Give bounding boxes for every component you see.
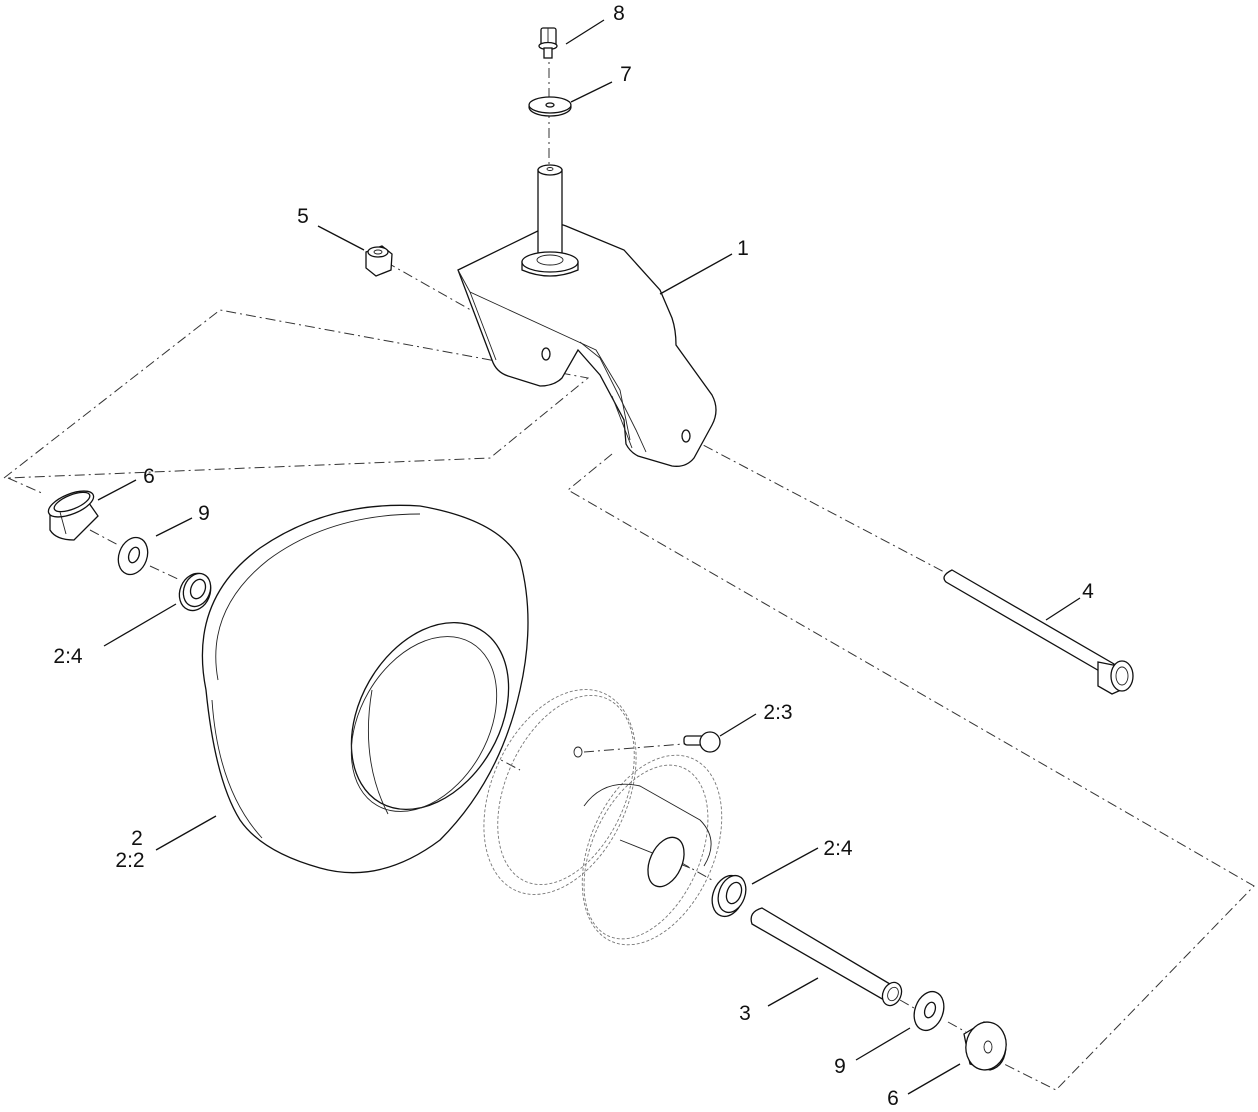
assembly-center-lines bbox=[3, 48, 1255, 1091]
callout-7: 7 bbox=[620, 63, 632, 86]
washer-part-7 bbox=[528, 96, 572, 117]
callout-2-4-left: 2:4 bbox=[53, 645, 83, 668]
wheel-rim bbox=[483, 689, 723, 946]
callout-2: 2 bbox=[131, 827, 143, 850]
callout-9-top: 9 bbox=[198, 502, 210, 525]
flange-nut-part-5 bbox=[365, 245, 393, 277]
callout-2-2: 2:2 bbox=[115, 849, 144, 872]
callout-6-bottom: 6 bbox=[887, 1087, 899, 1110]
callout-5: 5 bbox=[297, 205, 309, 228]
caster-fork-part-1 bbox=[457, 164, 717, 467]
callout-labels: 8 7 5 1 6 9 2:4 4 2:3 2 2:2 2:4 3 9 6 bbox=[53, 2, 1094, 1110]
callout-2-4-right: 2:4 bbox=[823, 837, 853, 860]
callout-9-bottom: 9 bbox=[834, 1055, 846, 1078]
flange-bolt-part-8 bbox=[538, 27, 558, 59]
leader-lines bbox=[97, 19, 1081, 1095]
callout-1: 1 bbox=[737, 237, 749, 260]
callout-3: 3 bbox=[739, 1002, 751, 1025]
spacer-part-6-bottom bbox=[963, 1021, 1007, 1071]
valve-stem-part-2-3 bbox=[683, 731, 721, 753]
spacer-tube-part-3 bbox=[750, 907, 903, 1007]
callout-4: 4 bbox=[1082, 580, 1094, 603]
washer-part-9-bottom bbox=[913, 990, 945, 1032]
spacer-part-6-top bbox=[47, 490, 99, 541]
callout-2-3: 2:3 bbox=[763, 701, 792, 724]
bearing-part-2-4-left bbox=[178, 572, 212, 612]
axle-bolt-part-4 bbox=[943, 569, 1134, 695]
washer-part-9-top bbox=[117, 536, 149, 576]
tire-part-2 bbox=[201, 504, 529, 874]
callout-6-top: 6 bbox=[143, 465, 155, 488]
bearing-part-2-4-right bbox=[711, 874, 747, 918]
callout-8: 8 bbox=[613, 2, 625, 25]
